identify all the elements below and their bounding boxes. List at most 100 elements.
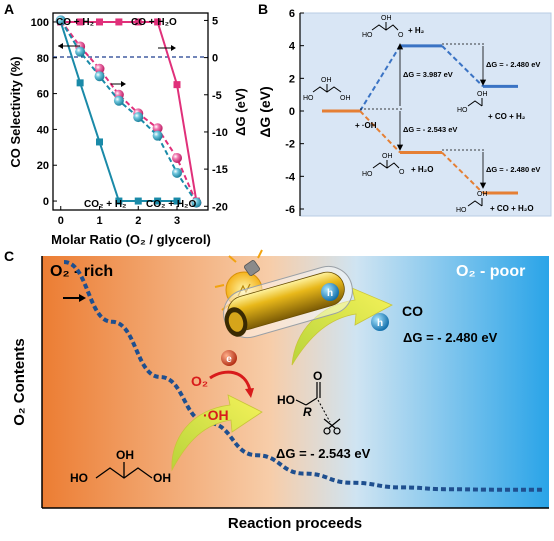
series-3-point [75,46,86,57]
series-2-point [172,152,182,163]
label-co-h2: CO + H₂ [56,17,94,28]
electron-label: e [226,354,232,365]
co-h2o-label: + CO + H₂O [490,204,534,213]
b-tick-label: -6 [285,204,295,216]
hole-right: h [371,313,389,331]
right-tick-label: -15 [212,164,228,176]
right-tick-label: 0 [212,53,218,65]
panel-c-label: C [4,248,14,264]
hole-right-label: h [377,318,383,329]
o2-species: O₂ [191,373,208,389]
series-3-point [94,71,105,82]
intermediate-o: O [313,369,322,383]
panel-a-label: A [4,1,14,17]
intermediate-molecule [295,382,321,406]
right-axis-ticks: 50-5-10-15-20 [204,15,228,213]
series-1-point [115,18,123,26]
panel-b-ylabel: ΔG (eV) [257,86,273,137]
green-arrow-lower [171,394,263,472]
o2-to-oh-arrow [209,370,252,391]
glycerol-oh-end: OH [340,95,351,102]
panel-a-frame [52,12,209,211]
b-tick-label: -2 [285,139,295,151]
x-tick-label: 1 [96,215,102,227]
series-1-point [134,18,142,26]
h2-label: + H₂ [408,26,425,35]
energy-connector-0-1 [359,45,401,112]
dg-oh-step: ΔG = - 2.543 eV [276,446,371,461]
x-tick-label: 2 [135,215,141,227]
glycerol-structure [95,462,153,479]
aldehyde-molecule-top [371,22,399,31]
left-tick-label: 80 [37,53,49,65]
scissors-icon [323,418,341,435]
series-1-point [96,18,103,26]
aldehyde-bottom-ho: HO [362,171,373,178]
x-tick-label: 3 [174,215,180,227]
h2o-label: + H₂O [411,165,433,174]
gold-nanorod [223,265,353,339]
b-tick-label: -4 [285,171,296,183]
ethanediol-bottom-ho: HO [456,207,467,214]
glycerol-c-oh-end: OH [153,471,171,485]
panel-b-label: B [258,1,268,17]
ethanediol-bottom [467,198,483,207]
intermediate-r: R [303,405,312,419]
green-arrow-upper [291,287,393,366]
right-tick-label: -5 [212,90,222,102]
glycerol-c-ho: HO [70,471,88,485]
series-3-point [55,15,66,26]
panel-a-ylabel-left: CO Selectivity (%) [8,56,23,167]
hole-top: h [321,283,339,301]
series-1-point [154,18,162,26]
aldehyde-top-oh: OH [381,15,392,22]
ethanediol-top-ho: HO [457,107,468,114]
oh-radical: ·OH [203,407,229,423]
series-3-point [152,130,163,141]
series-0-point [115,197,123,205]
series-0-point [76,79,84,87]
x-axis-ticks: 0 1 2 3 [58,206,180,227]
series-0-point [134,197,142,205]
ethanediol-bottom-oh: OH [477,191,488,198]
o2-rich-label: O₂ - rich [50,263,113,280]
dg-3987: ΔG = 3.987 eV [403,70,453,79]
series-0-point [173,197,181,205]
left-tick-label: 0 [43,196,49,208]
aldehyde-bottom-o: O [399,169,405,176]
left-tick-label: 40 [37,124,49,136]
x-tick-label: 0 [58,215,64,227]
label-co2-h2: CO₂ + H₂ [84,199,127,210]
panel-c-xlabel: Reaction proceeds [228,515,362,532]
left-tick-label: 60 [37,89,49,101]
label-co2-h2o: CO₂ + H₂O [146,199,197,210]
panel-a-xlabel: Molar Ratio (O₂ / glycerol) [51,232,211,247]
glycerol-molecule [312,84,342,93]
series-2-point [152,123,163,134]
dg-guides [360,43,486,151]
b-tick-label: 0 [289,106,295,118]
ethanediol-top-oh: OH [477,91,488,98]
label-co-h2o: CO + H₂O [131,17,177,28]
panel-a-ylabel-right: ΔG (eV) [233,88,248,136]
dg-arrows [396,43,487,189]
intermediate-ho: HO [277,393,295,407]
hole-top-label: h [327,288,333,299]
glycerol-c-oh-mid: OH [116,448,134,462]
dg-2480-top: ΔG = - 2.480 eV [486,60,540,69]
right-tick-label: -20 [212,201,228,213]
series-3-point [113,95,124,106]
glycerol-ho: HO [303,95,314,102]
energy-connector-1-1 [359,110,401,154]
left-indicator-arrow [63,294,86,302]
oh-label: + ·OH [355,121,377,130]
electron: e [221,350,237,366]
bond-cleavage-line [317,399,331,423]
panel-c: C O₂ - rich O₂ - poor O₂ Contents Reacti… [4,248,549,532]
co-product: CO [402,303,423,319]
